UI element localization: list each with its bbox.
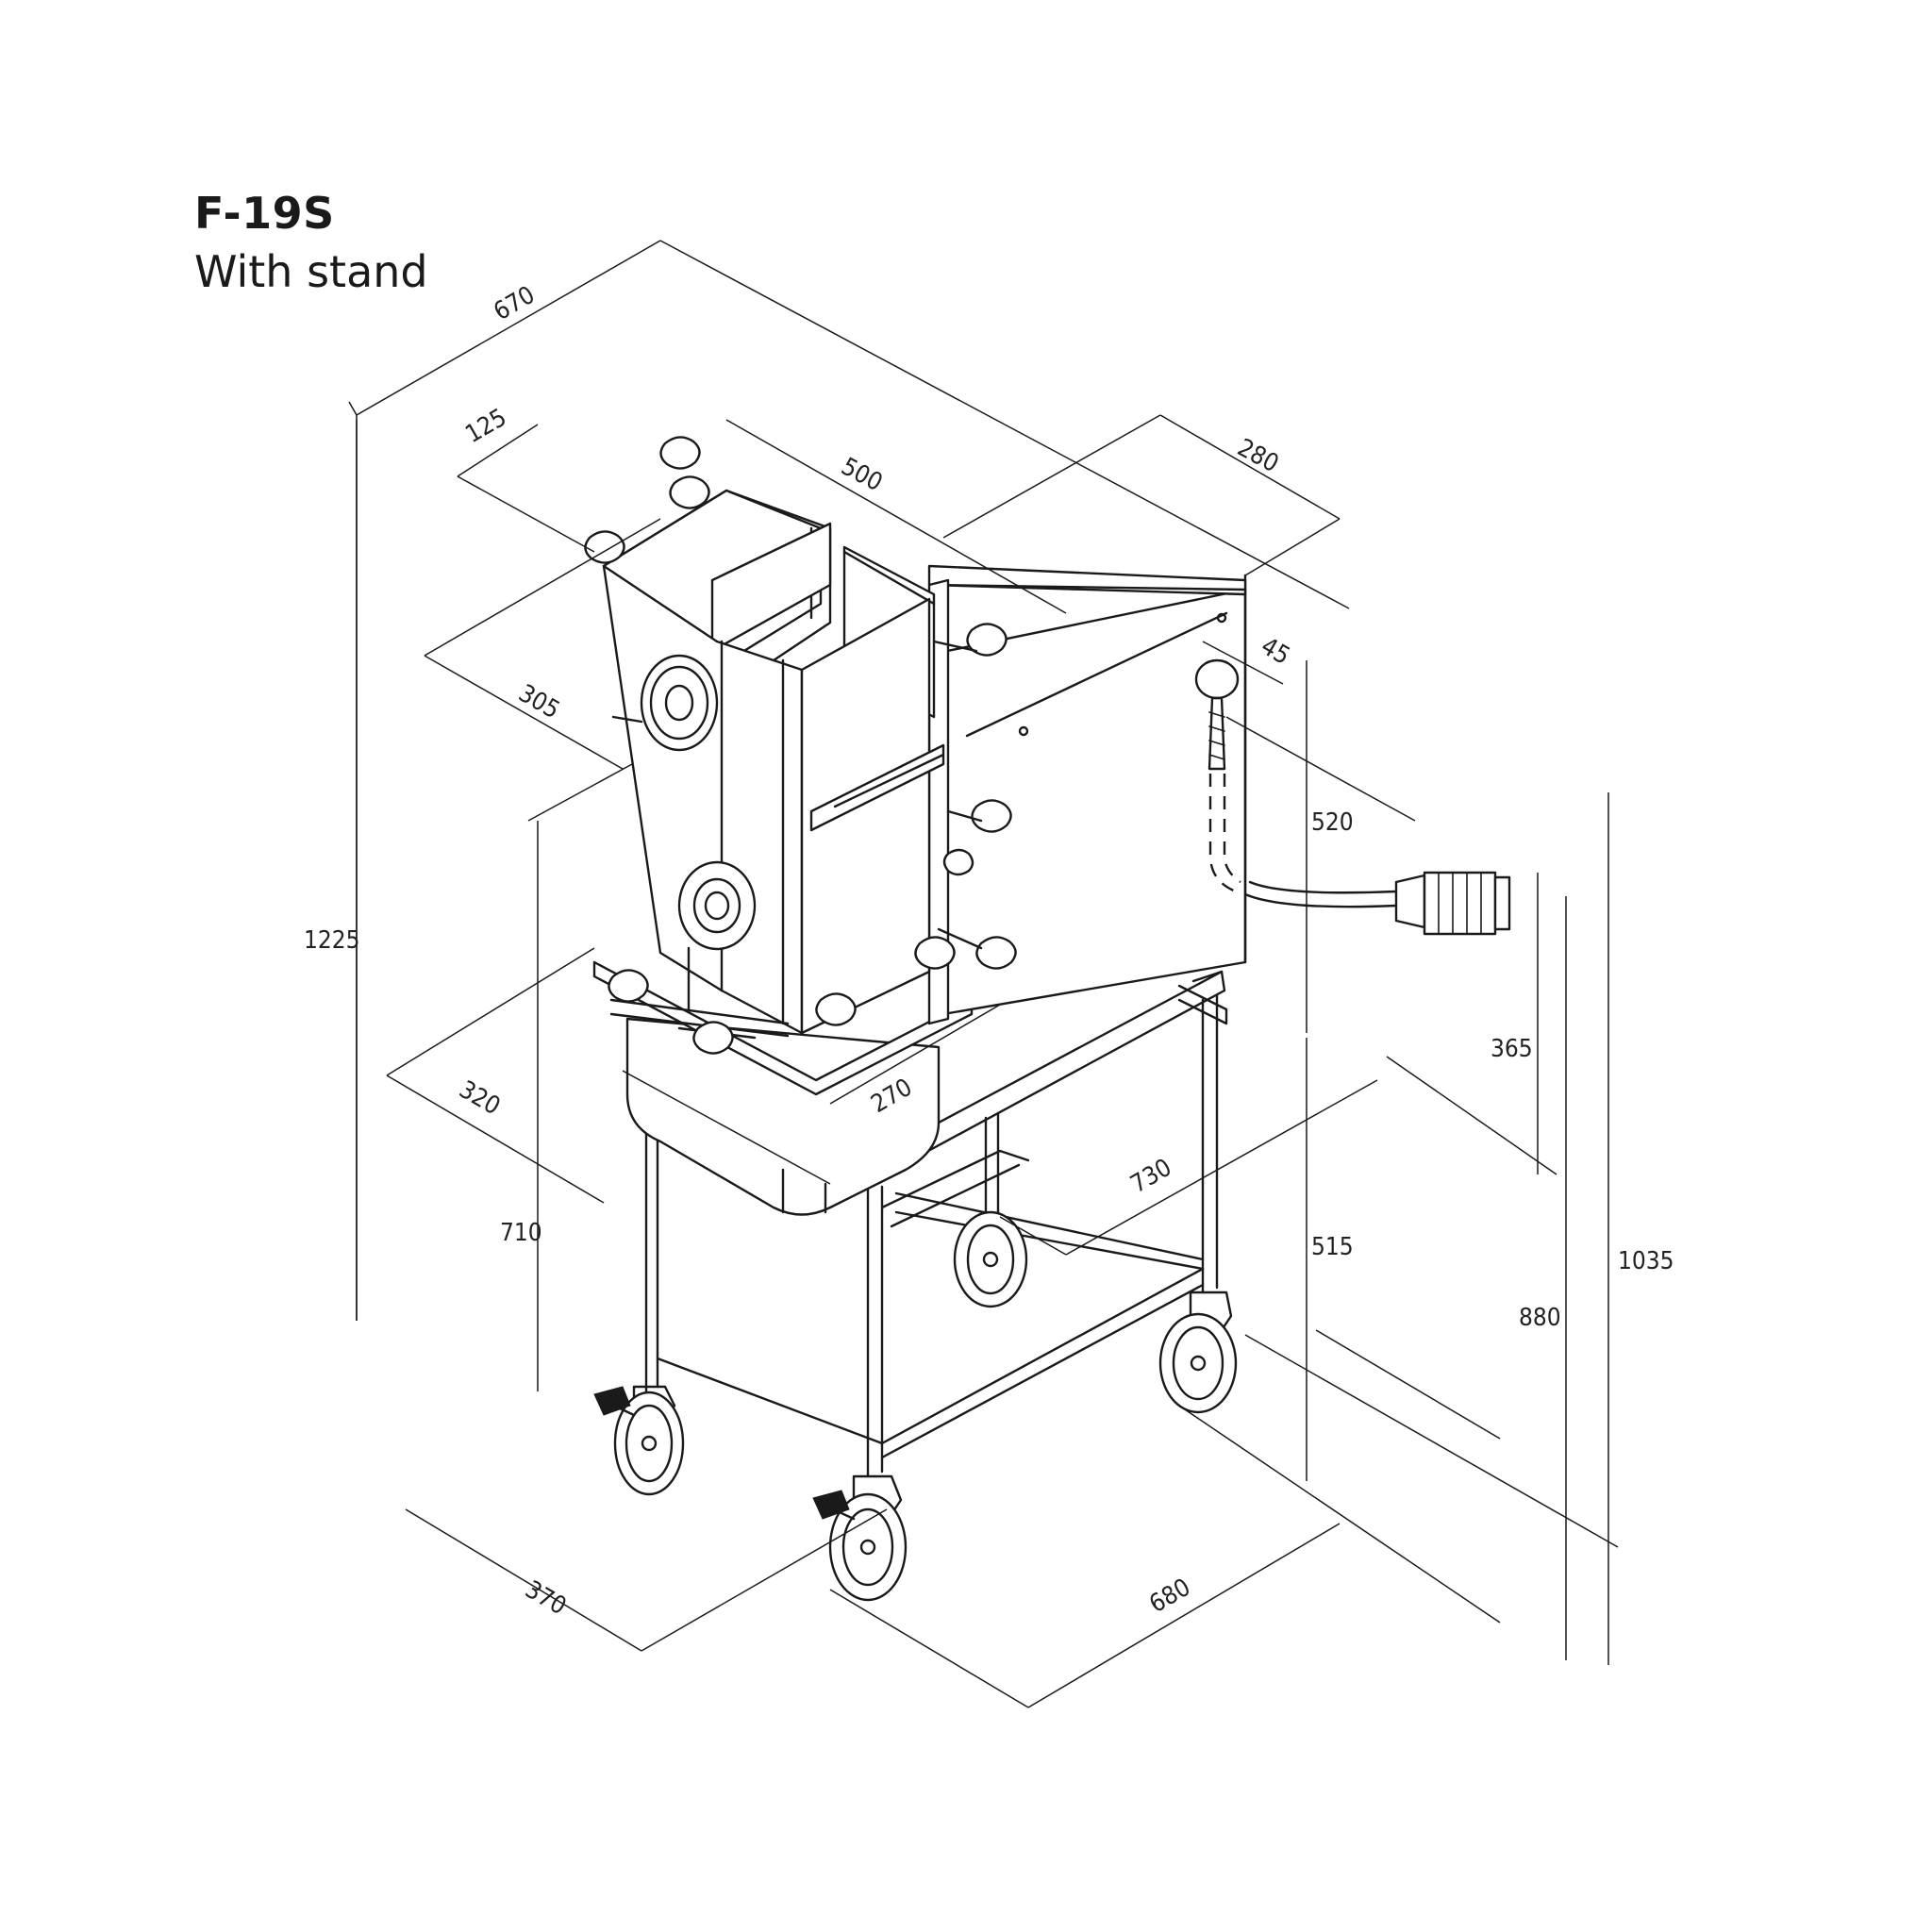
dim-520: 520 xyxy=(1311,808,1354,837)
dim-280: 280 xyxy=(1233,434,1283,478)
caster-rear-left xyxy=(953,1210,1028,1308)
dim-45: 45 xyxy=(1257,632,1295,671)
dim-305: 305 xyxy=(514,679,565,724)
caster-rear-right xyxy=(1158,1291,1238,1414)
dimension-lines xyxy=(348,240,1619,1708)
model-name: F-19S xyxy=(194,188,335,239)
dim-320: 320 xyxy=(455,1075,506,1121)
dim-710: 710 xyxy=(500,1219,542,1247)
power-cord xyxy=(1194,658,1511,936)
dim-1225: 1225 xyxy=(304,926,360,955)
dim-1035: 1035 xyxy=(1618,1247,1674,1275)
dim-125: 125 xyxy=(461,404,512,449)
dim-500: 500 xyxy=(837,453,887,497)
dim-730: 730 xyxy=(1126,1154,1177,1199)
machine-body xyxy=(592,489,1247,1216)
title-block: F-19S With stand xyxy=(194,185,428,302)
stand-frame xyxy=(644,970,1228,1478)
dim-365: 365 xyxy=(1491,1035,1533,1063)
caster-front-right xyxy=(812,1474,908,1602)
model-variant: With stand xyxy=(194,246,428,297)
caster-front-left xyxy=(593,1385,685,1496)
dim-880: 880 xyxy=(1519,1304,1561,1332)
star-knobs xyxy=(584,436,1017,1055)
dim-515: 515 xyxy=(1311,1233,1354,1261)
dim-680: 680 xyxy=(1145,1574,1196,1619)
dim-670: 670 xyxy=(490,281,541,326)
